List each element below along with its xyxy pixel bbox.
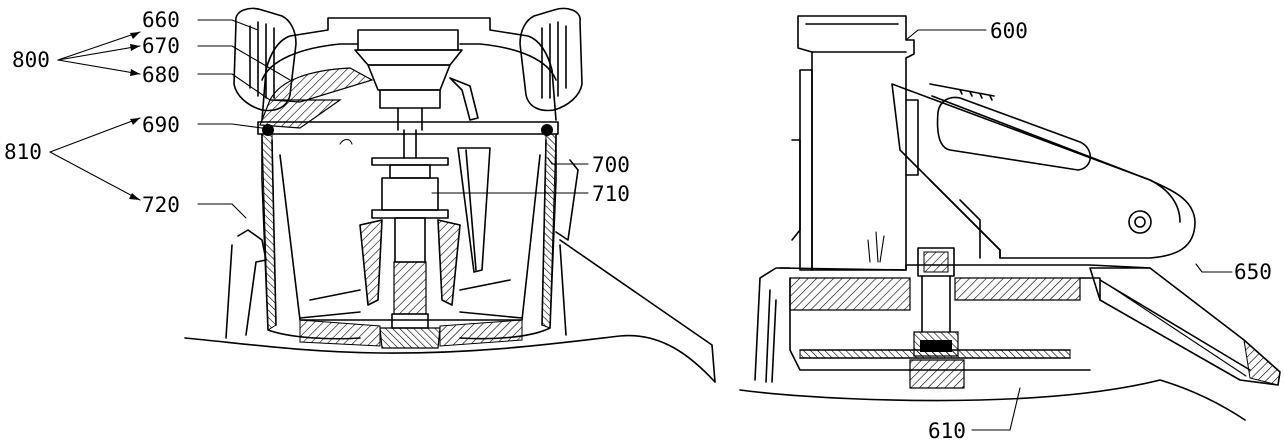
right-section-view xyxy=(739,15,1281,421)
label-610: 610 xyxy=(928,419,966,443)
label-660: 660 xyxy=(142,8,180,32)
label-600: 600 xyxy=(990,19,1028,43)
label-680: 680 xyxy=(142,63,180,87)
left-section-view xyxy=(184,7,716,383)
reference-numerals: 660 670 680 800 690 810 720 700 710 600 … xyxy=(4,8,1272,443)
leader-lines xyxy=(49,19,1233,431)
label-810: 810 xyxy=(4,140,42,164)
label-690: 690 xyxy=(142,113,180,137)
label-800: 800 xyxy=(12,48,50,72)
label-710: 710 xyxy=(592,182,630,206)
label-720: 720 xyxy=(142,193,180,217)
label-670: 670 xyxy=(142,34,180,58)
label-700: 700 xyxy=(592,153,630,177)
label-650: 650 xyxy=(1234,260,1272,284)
